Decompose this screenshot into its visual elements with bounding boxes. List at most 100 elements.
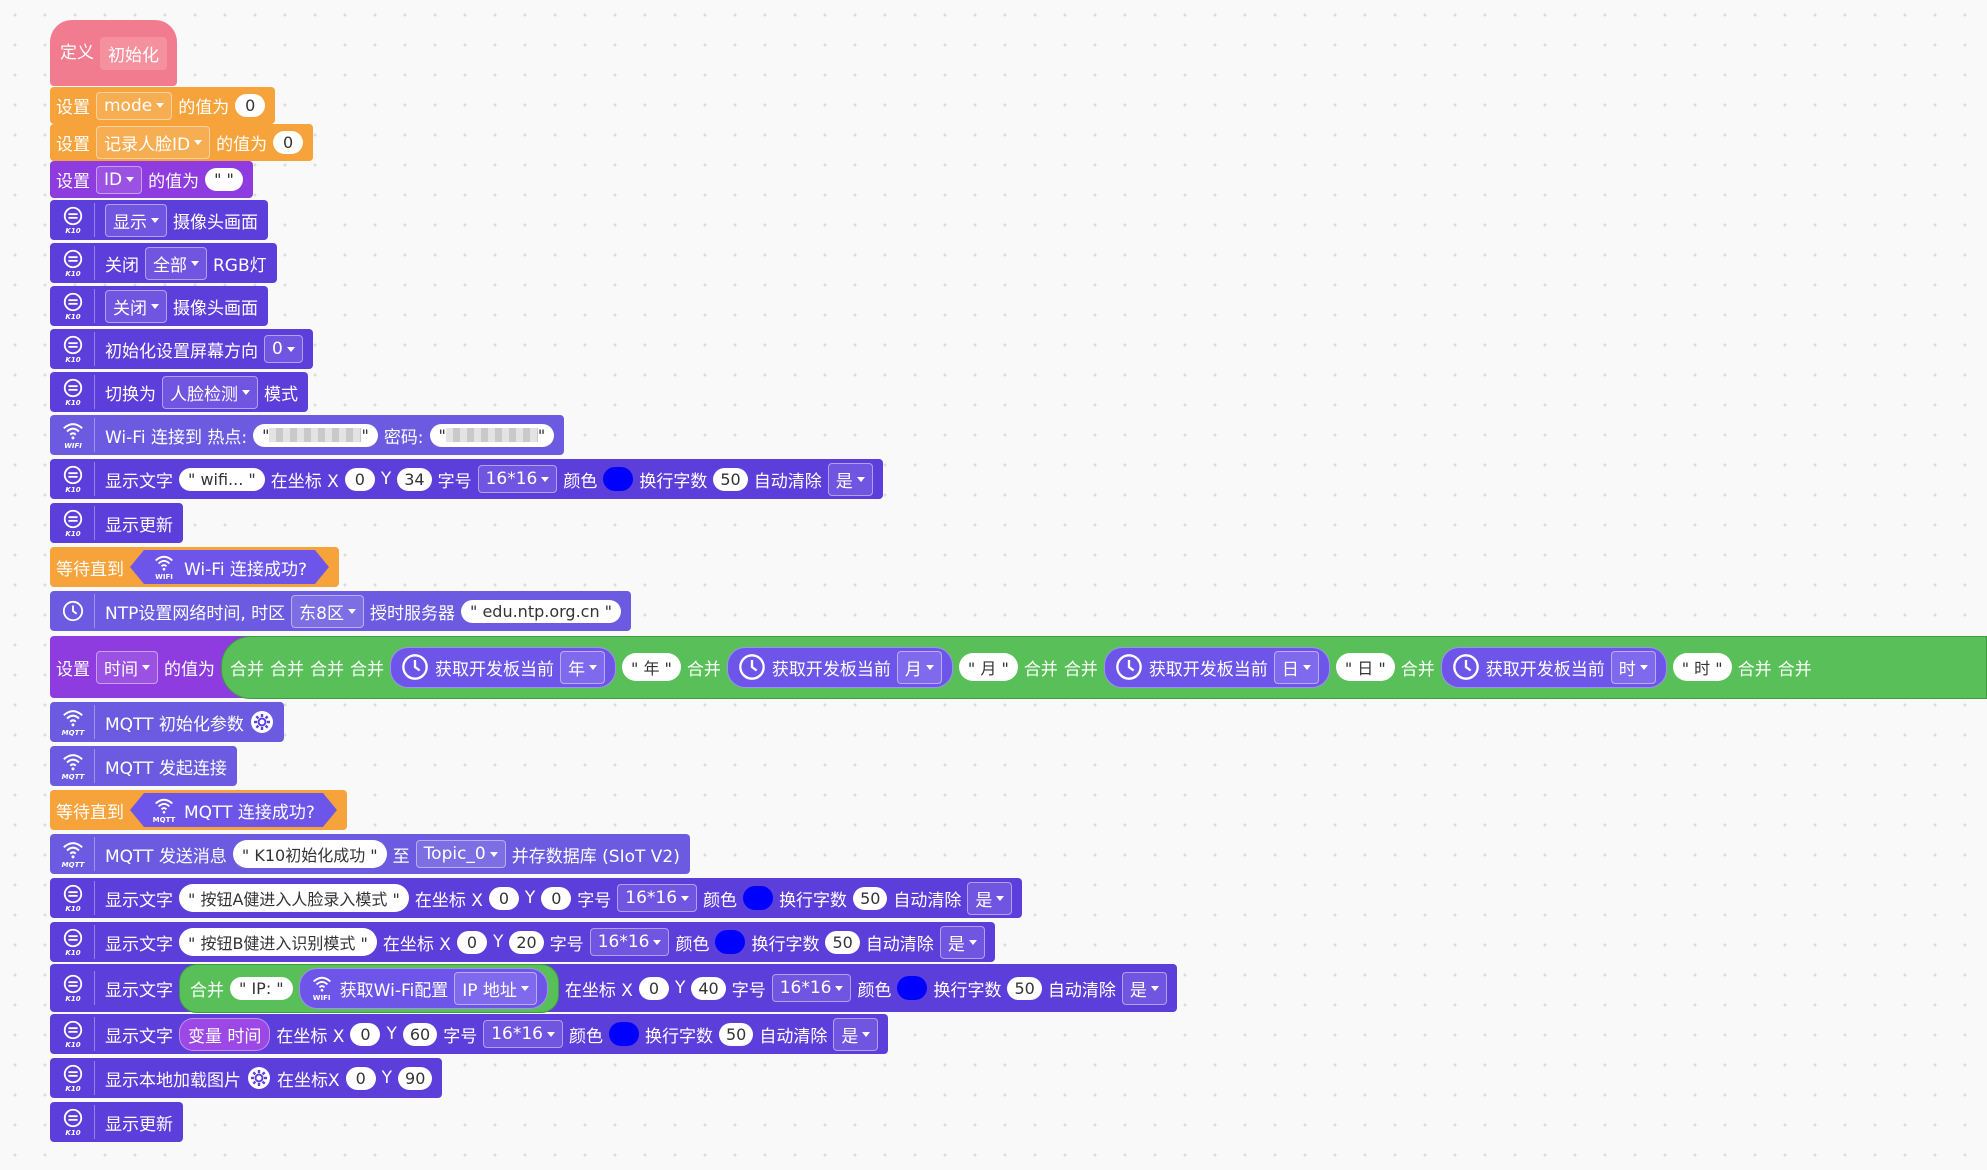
- set-face-id-block[interactable]: 设置 记录人脸ID 的值为 0: [50, 124, 314, 161]
- auto-clear-dropdown[interactable]: 是: [1121, 971, 1167, 1005]
- define-function-block[interactable]: 定义 初始化: [50, 20, 177, 86]
- font-dropdown[interactable]: 16*16: [483, 1020, 563, 1048]
- password-input[interactable]: "": [429, 423, 555, 447]
- color-swatch[interactable]: [715, 930, 746, 954]
- ntp-block[interactable]: NTP设置网络时间, 时区 东8区 授时服务器 " edu.ntp.org.cn…: [50, 591, 632, 631]
- wrap-input[interactable]: 50: [853, 886, 888, 910]
- variable-dropdown[interactable]: ID: [96, 165, 143, 194]
- month-string[interactable]: " 月 ": [958, 653, 1018, 681]
- get-year-block[interactable]: 获取开发板当前 年: [390, 646, 616, 688]
- get-day-block[interactable]: 获取开发板当前 日: [1103, 646, 1330, 688]
- x-input[interactable]: 0: [488, 886, 519, 910]
- show-ip-block[interactable]: K10 显示文字 合并 " IP: " WIFI 获取Wi-Fi配置 IP 地址…: [50, 963, 1177, 1013]
- day-string[interactable]: " 日 ": [1335, 653, 1395, 681]
- gear-icon[interactable]: [250, 710, 274, 734]
- wifi-connected-condition[interactable]: WIFI Wi-Fi 连接成功?: [130, 550, 329, 584]
- mode-dropdown[interactable]: 显示: [105, 203, 167, 237]
- text-input[interactable]: " 按钮A健进入人脸录入模式 ": [179, 884, 409, 912]
- mode-dropdown[interactable]: 人脸检测: [162, 375, 258, 409]
- variable-dropdown[interactable]: 记录人脸ID: [96, 126, 211, 159]
- camera-show-block[interactable]: K10 显示 摄像头画面: [50, 200, 268, 240]
- color-swatch[interactable]: [608, 1022, 639, 1046]
- function-name[interactable]: 初始化: [100, 36, 167, 70]
- auto-clear-dropdown[interactable]: 是: [833, 1017, 879, 1051]
- rgb-off-block[interactable]: K10 关闭 全部 RGB灯: [50, 243, 277, 283]
- orientation-dropdown[interactable]: 0: [264, 335, 303, 363]
- text-input[interactable]: " wifi... ": [179, 467, 265, 491]
- x-input[interactable]: 0: [456, 930, 487, 954]
- y-input[interactable]: 34: [397, 467, 432, 491]
- config-field-dropdown[interactable]: IP 地址: [454, 971, 537, 1005]
- string-input[interactable]: " ": [205, 168, 243, 191]
- hour-dropdown[interactable]: 时: [1610, 650, 1656, 684]
- show-image-block[interactable]: K10 显示本地加载图片 在坐标X 0 Y 90: [50, 1058, 443, 1098]
- server-input[interactable]: " edu.ntp.org.cn ": [461, 599, 622, 623]
- wifi-connect-block[interactable]: WIFI Wi-Fi 连接到 热点: "" 密码: "": [50, 415, 565, 455]
- mqtt-connected-condition[interactable]: MQTT MQTT 连接成功?: [130, 793, 337, 827]
- mqtt-init-block[interactable]: MQTT MQTT 初始化参数: [50, 702, 284, 742]
- get-hour-block[interactable]: 获取开发板当前 时: [1440, 646, 1667, 688]
- switch-mode-block[interactable]: K10 切换为 人脸检测 模式: [50, 372, 308, 412]
- month-dropdown[interactable]: 月: [896, 650, 942, 684]
- x-input[interactable]: 0: [350, 1022, 381, 1046]
- wrap-input[interactable]: 50: [825, 930, 860, 954]
- x-input[interactable]: 0: [345, 1066, 376, 1090]
- message-input[interactable]: " K10初始化成功 ": [232, 840, 387, 868]
- y-input[interactable]: 90: [398, 1066, 433, 1090]
- target-dropdown[interactable]: 全部: [145, 246, 207, 280]
- wrap-input[interactable]: 50: [713, 467, 748, 491]
- show-time-block[interactable]: K10 显示文字 变量 时间 在坐标 X 0 Y 60 字号 16*16 颜色 …: [50, 1014, 889, 1054]
- y-input[interactable]: 40: [691, 976, 726, 1000]
- font-dropdown[interactable]: 16*16: [589, 928, 670, 956]
- gear-icon[interactable]: [247, 1066, 271, 1090]
- year-string[interactable]: " 年 ": [622, 653, 681, 681]
- show-update-block[interactable]: K10 显示更新: [50, 1102, 183, 1142]
- color-swatch[interactable]: [897, 976, 928, 1000]
- font-dropdown[interactable]: 16*16: [617, 884, 698, 912]
- hour-string[interactable]: " 时 ": [1672, 653, 1732, 681]
- x-input[interactable]: 0: [344, 467, 375, 491]
- wrap-input[interactable]: 50: [718, 1022, 754, 1046]
- show-text-block[interactable]: K10 显示文字 " wifi... " 在坐标 X 0 Y 34 字号 16*…: [50, 459, 883, 499]
- auto-clear-dropdown[interactable]: 是: [827, 462, 873, 496]
- topic-dropdown[interactable]: Topic_0: [415, 840, 506, 868]
- show-text-block[interactable]: K10 显示文字 " 按钮A健进入人脸录入模式 " 在坐标 X 0 Y 0 字号…: [50, 878, 1023, 918]
- y-input[interactable]: 60: [402, 1022, 438, 1046]
- get-month-block[interactable]: 获取开发板当前 月: [726, 646, 953, 688]
- auto-clear-dropdown[interactable]: 是: [939, 925, 985, 959]
- show-text-block[interactable]: K10 显示文字 " 按钮B健进入识别模式 " 在坐标 X 0 Y 20 字号 …: [50, 922, 995, 962]
- x-input[interactable]: 0: [638, 976, 669, 1000]
- screen-orientation-block[interactable]: K10 初始化设置屏幕方向 0: [50, 329, 313, 369]
- variable-dropdown[interactable]: mode: [96, 91, 173, 120]
- value-input[interactable]: 0: [235, 94, 266, 117]
- timezone-dropdown[interactable]: 东8区: [291, 594, 364, 628]
- merge-block[interactable]: 合并 " IP: " WIFI 获取Wi-Fi配置 IP 地址: [179, 963, 559, 1013]
- camera-off-block[interactable]: K10 关闭 摄像头画面: [50, 286, 268, 326]
- color-swatch[interactable]: [603, 467, 634, 491]
- variable-reporter[interactable]: 变量 时间: [179, 1017, 271, 1051]
- ssid-input[interactable]: "": [253, 423, 378, 447]
- show-update-block[interactable]: K10 显示更新: [50, 503, 183, 543]
- mode-dropdown[interactable]: 关闭: [105, 289, 167, 323]
- year-dropdown[interactable]: 年: [560, 650, 605, 684]
- y-input[interactable]: 20: [509, 930, 544, 954]
- wait-wifi-block[interactable]: 等待直到 WIFI Wi-Fi 连接成功?: [50, 547, 339, 587]
- set-time-block[interactable]: 设置 时间 的值为 合并 合并 合并 合并 获取开发板当前 年 " 年 " 合并…: [50, 635, 1987, 699]
- merge-chain[interactable]: 合并 合并 合并 合并 获取开发板当前 年 " 年 " 合并 获取开发板当前 月…: [221, 635, 1987, 699]
- day-dropdown[interactable]: 日: [1273, 650, 1319, 684]
- set-mode-block[interactable]: 设置 mode 的值为 0: [50, 87, 276, 124]
- wait-mqtt-block[interactable]: 等待直到 MQTT MQTT 连接成功?: [50, 790, 347, 830]
- ip-prefix-string[interactable]: " IP: ": [230, 976, 293, 1000]
- set-id-block[interactable]: 设置 ID 的值为 " ": [50, 161, 253, 198]
- mqtt-connect-block[interactable]: MQTT MQTT 发起连接: [50, 746, 237, 786]
- get-wifi-config-block[interactable]: WIFI 获取Wi-Fi配置 IP 地址: [298, 967, 548, 1009]
- variable-dropdown[interactable]: 时间: [96, 650, 158, 684]
- y-input[interactable]: 0: [541, 886, 572, 910]
- font-dropdown[interactable]: 16*16: [477, 465, 558, 493]
- value-input[interactable]: 0: [273, 131, 304, 154]
- auto-clear-dropdown[interactable]: 是: [967, 881, 1013, 915]
- wrap-input[interactable]: 50: [1007, 976, 1042, 1000]
- color-swatch[interactable]: [743, 886, 774, 910]
- font-dropdown[interactable]: 16*16: [771, 974, 852, 1002]
- mqtt-send-block[interactable]: MQTT MQTT 发送消息 " K10初始化成功 " 至 Topic_0 并存…: [50, 834, 690, 874]
